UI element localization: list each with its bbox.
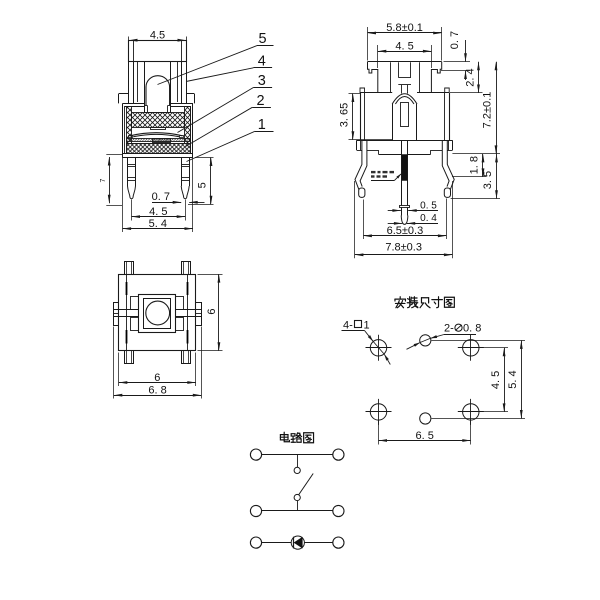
svg-text:6.5±0.3: 6.5±0.3 <box>387 225 424 237</box>
svg-text:4-: 4- <box>343 320 353 332</box>
svg-text:3. 65: 3. 65 <box>339 103 351 127</box>
svg-text:4. 5: 4. 5 <box>490 371 502 389</box>
svg-text:2. 4: 2. 4 <box>465 68 477 86</box>
svg-text:1. 8: 1. 8 <box>469 156 481 174</box>
svg-text:0. 4: 0. 4 <box>420 213 437 224</box>
svg-text:4. 5: 4. 5 <box>395 41 413 53</box>
svg-text:4: 4 <box>258 53 266 69</box>
svg-text:7.8±0.3: 7.8±0.3 <box>385 241 422 253</box>
svg-text:1: 1 <box>364 320 370 332</box>
svg-text:0. 8: 0. 8 <box>463 323 481 335</box>
svg-text:4. 5: 4. 5 <box>149 206 167 218</box>
svg-text:6: 6 <box>206 309 218 315</box>
svg-text:2: 2 <box>257 93 265 109</box>
svg-text:6. 5: 6. 5 <box>415 430 433 442</box>
svg-text:0. 5: 0. 5 <box>420 200 437 211</box>
svg-text:2-: 2- <box>444 323 454 335</box>
svg-text:7: 7 <box>100 178 107 182</box>
svg-text:5. 4: 5. 4 <box>507 370 519 388</box>
svg-text:1: 1 <box>258 117 266 133</box>
svg-text:6: 6 <box>154 372 160 384</box>
svg-text:6. 8: 6. 8 <box>148 385 166 397</box>
svg-text:0. 7: 0. 7 <box>152 191 170 203</box>
svg-text:4.5: 4.5 <box>150 30 165 42</box>
svg-text:0. 7: 0. 7 <box>449 31 461 49</box>
svg-text:5: 5 <box>197 182 209 188</box>
svg-text:5.8±0.1: 5.8±0.1 <box>386 22 423 34</box>
svg-text:5: 5 <box>259 31 267 47</box>
svg-text:3. 5: 3. 5 <box>482 171 494 189</box>
svg-text:5. 4: 5. 4 <box>149 218 167 230</box>
svg-text:7.2±0.1: 7.2±0.1 <box>482 92 494 129</box>
svg-text:3: 3 <box>258 73 266 89</box>
